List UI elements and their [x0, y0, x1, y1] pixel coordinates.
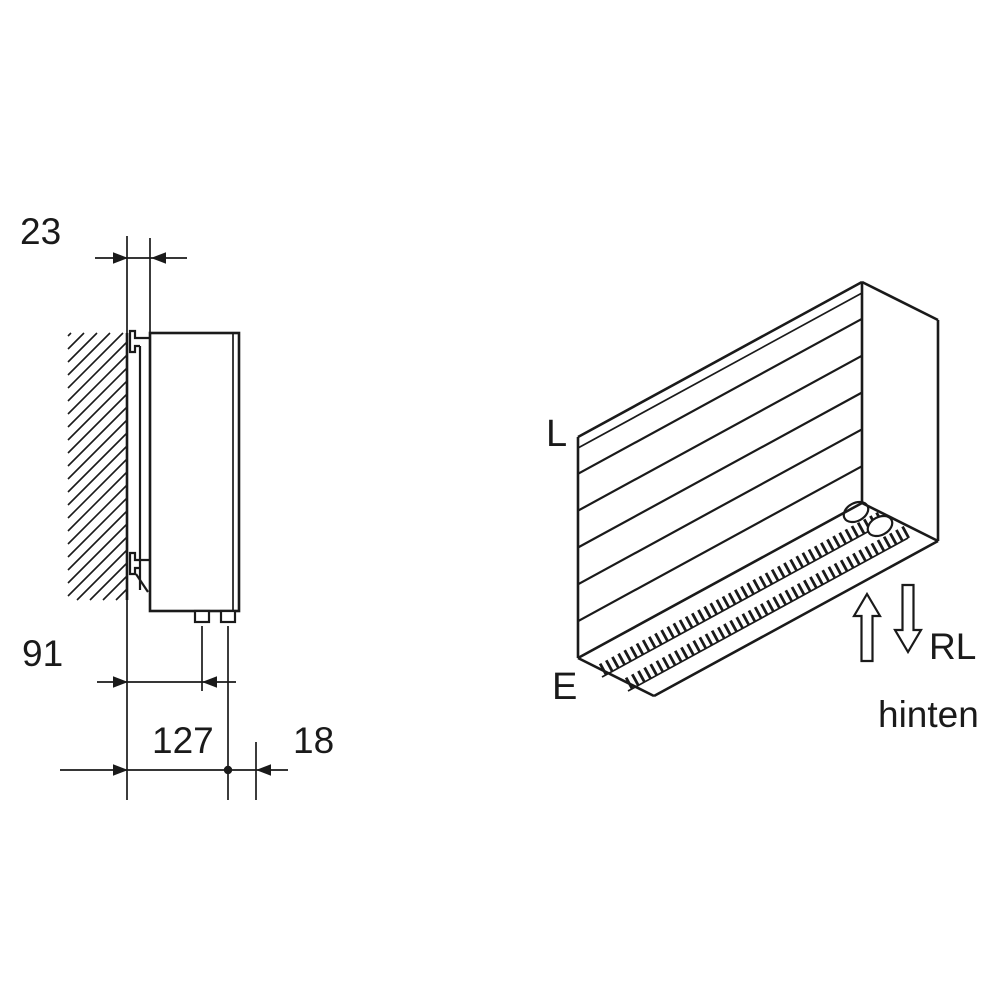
mounting-bracket — [128, 329, 150, 593]
air-outlet-grille — [598, 511, 912, 692]
dim23-arrow-left — [113, 252, 128, 264]
dimension-23: 23 — [20, 211, 187, 264]
pipe-connections — [842, 500, 894, 538]
label-E: E — [552, 666, 577, 708]
dim-label-18: 18 — [293, 720, 334, 761]
pipe-stub-2 — [219, 609, 237, 624]
dimension-127-18: 127 18 — [60, 720, 334, 776]
dimension-91: 91 — [22, 633, 236, 688]
label-hinten: hinten — [878, 694, 979, 735]
pipe-stub-1 — [193, 609, 211, 624]
label-L: L — [546, 413, 567, 455]
dim18-arrow-right — [256, 764, 271, 776]
dim91-arrow-right — [202, 676, 217, 688]
airflow-up-arrow — [852, 591, 882, 663]
bottom-left-depth-edge — [577, 656, 655, 698]
dim127-arrow-left — [113, 764, 128, 776]
wall-hatching — [67, 332, 128, 601]
front-slat-lines — [577, 317, 863, 623]
airflow-down-arrow — [893, 583, 923, 655]
dim-label-91: 91 — [22, 633, 63, 674]
radiator-side-profile — [148, 331, 241, 613]
dim91-arrow-left — [113, 676, 128, 688]
label-RL: RL — [929, 626, 976, 667]
bottom-back-edge — [653, 539, 939, 698]
dim-label-23: 23 — [20, 211, 61, 252]
isometric-view-drawing: L E RL hinten — [546, 280, 979, 735]
dim-label-127: 127 — [152, 720, 214, 761]
side-view-drawing: 23 91 127 18 — [20, 211, 334, 800]
convector-right-face — [861, 280, 940, 543]
dim-chain-dot — [223, 765, 233, 775]
dim23-arrow-right — [151, 252, 166, 264]
